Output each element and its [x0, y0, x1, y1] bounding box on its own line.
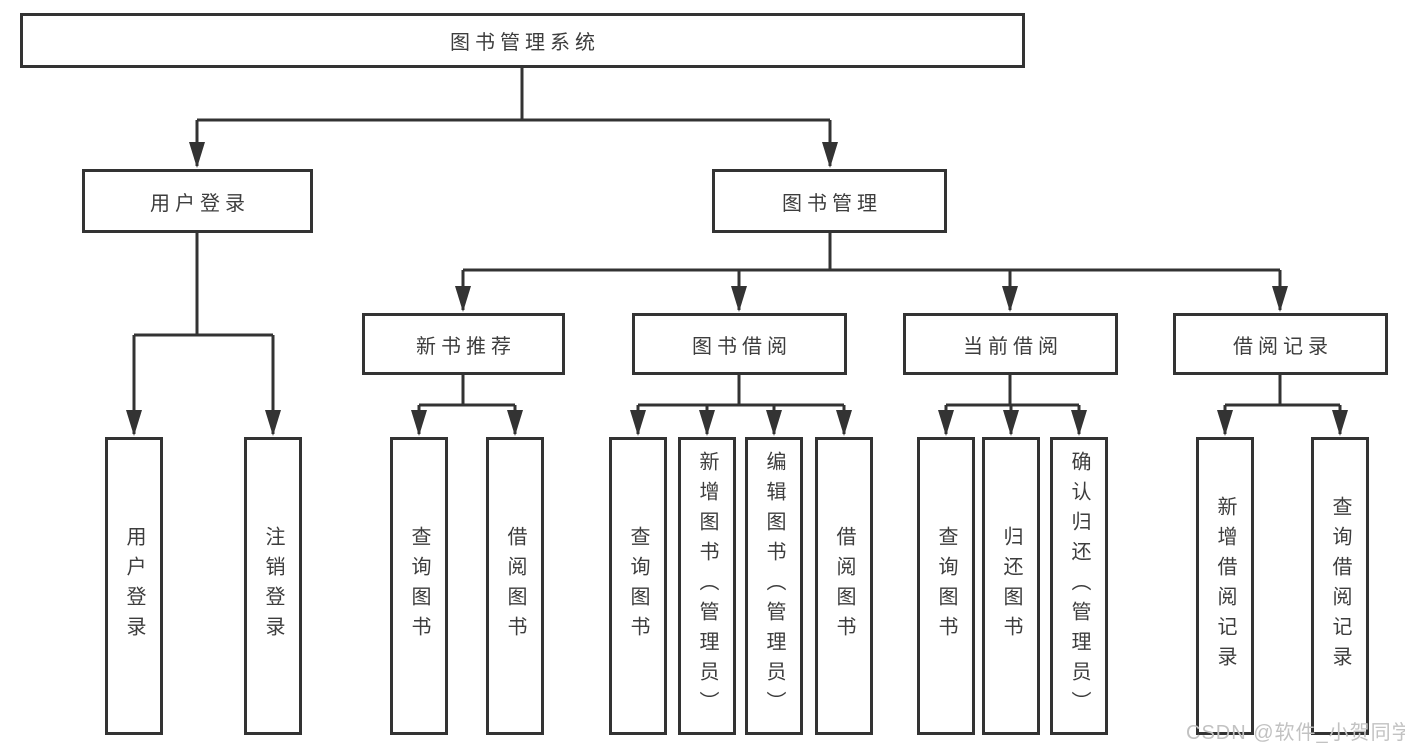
node-borrow-records: 借阅记录 — [1173, 313, 1388, 375]
node-book-borrow-label: 图书借阅 — [692, 335, 792, 358]
leaf-borrow-query-books: 查询图书 — [609, 437, 667, 735]
csdn-watermark: CSDN @软件_小贺同学 — [1186, 722, 1405, 744]
leaf-recommend-borrow-books: 借阅图书 — [486, 437, 544, 735]
node-library-system-label: 图书管理系统 — [450, 32, 600, 54]
leaf-current-query-books: 查询图书 — [917, 437, 975, 735]
connector-root-to-level2 — [189, 68, 838, 168]
leaf-user-login-label: 用户登录 — [123, 526, 145, 646]
leaf-borrow-books-label: 借阅图书 — [833, 526, 855, 646]
node-book-borrow: 图书借阅 — [632, 313, 847, 375]
leaf-query-borrow-record: 查询借阅记录 — [1311, 437, 1369, 735]
node-book-management-label: 图书管理 — [782, 192, 882, 215]
leaf-query-borrow-record-label: 查询借阅记录 — [1329, 496, 1351, 676]
leaf-current-query-books-label: 查询图书 — [935, 526, 957, 646]
node-current-borrow-label: 当前借阅 — [963, 335, 1063, 358]
leaf-borrow-books: 借阅图书 — [815, 437, 873, 735]
connector-book-mgmt-to-level3 — [455, 233, 1288, 312]
leaf-add-books-admin-label: 新增图书（管理员） — [696, 451, 718, 721]
leaf-recommend-borrow-books-label: 借阅图书 — [504, 526, 526, 646]
node-new-book-recommend-label: 新书推荐 — [416, 335, 516, 358]
connector-records-group — [1217, 375, 1348, 436]
leaf-confirm-return-admin-label: 确认归还（管理员） — [1068, 451, 1090, 721]
node-user-login-label: 用户登录 — [150, 192, 250, 215]
connector-user-login-group — [126, 233, 281, 436]
leaf-recommend-query-books: 查询图书 — [390, 437, 448, 735]
node-library-system: 图书管理系统 — [20, 13, 1025, 68]
node-borrow-records-label: 借阅记录 — [1233, 335, 1333, 358]
leaf-edit-books-admin-label: 编辑图书（管理员） — [763, 451, 785, 721]
leaf-edit-books-admin: 编辑图书（管理员） — [745, 437, 803, 735]
leaf-add-borrow-record: 新增借阅记录 — [1196, 437, 1254, 735]
node-current-borrow: 当前借阅 — [903, 313, 1118, 375]
leaf-logout-label: 注销登录 — [262, 526, 284, 646]
connector-current-group — [938, 375, 1087, 436]
connector-recommend-group — [411, 375, 523, 436]
leaf-logout: 注销登录 — [244, 437, 302, 735]
node-book-management: 图书管理 — [712, 169, 947, 233]
leaf-confirm-return-admin: 确认归还（管理员） — [1050, 437, 1108, 735]
leaf-return-books-label: 归还图书 — [1000, 526, 1022, 646]
connector-borrow-group — [630, 375, 852, 436]
leaf-return-books: 归还图书 — [982, 437, 1040, 735]
node-user-login: 用户登录 — [82, 169, 313, 233]
leaf-recommend-query-books-label: 查询图书 — [408, 526, 430, 646]
leaf-borrow-query-books-label: 查询图书 — [627, 526, 649, 646]
node-new-book-recommend: 新书推荐 — [362, 313, 565, 375]
leaf-add-borrow-record-label: 新增借阅记录 — [1214, 496, 1236, 676]
leaf-add-books-admin: 新增图书（管理员） — [678, 437, 736, 735]
leaf-user-login: 用户登录 — [105, 437, 163, 735]
